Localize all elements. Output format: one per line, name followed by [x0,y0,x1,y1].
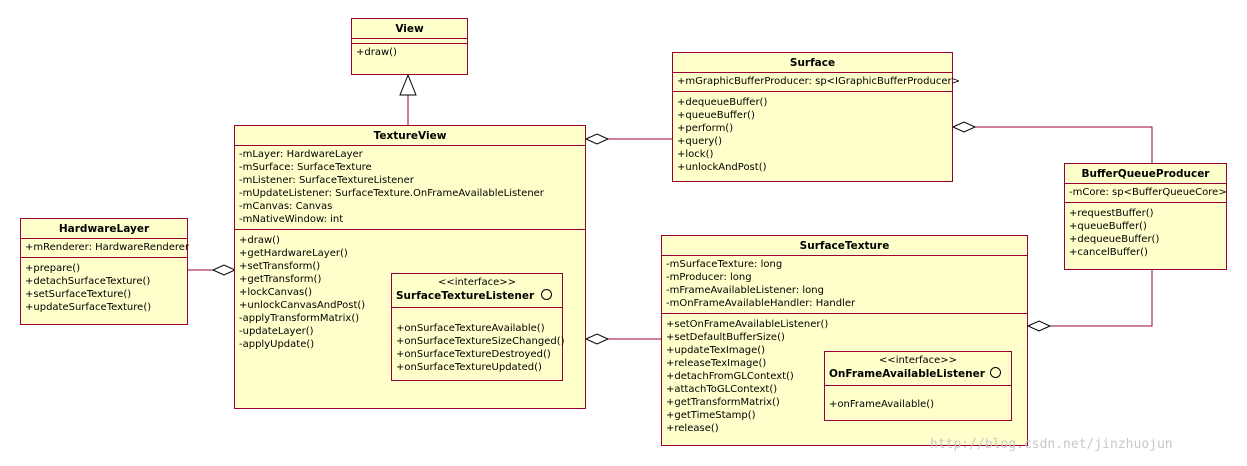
operation: +cancelBuffer() [1069,247,1148,258]
attribute: -mSurface: SurfaceTexture [239,162,372,173]
operation: +queueBuffer() [677,110,755,121]
operation: +detachSurfaceTexture() [25,276,151,287]
operation: +onSurfaceTextureAvailable() [396,323,545,334]
operations-section: +onFrameAvailable() [825,386,1011,414]
operation: +draw() [356,47,397,58]
operation: +setTransform() [239,261,321,272]
class-view: View +draw() [351,18,468,75]
aggregation-surface-bqp-line [975,126,1153,163]
operation: +updateTexImage() [666,345,766,356]
stereotype: <<interface>> [878,355,958,366]
operations-section: +dequeueBuffer() +queueBuffer() +perform… [673,92,952,177]
operations-section: +requestBuffer() +queueBuffer() +dequeue… [1065,203,1226,262]
attribute: -mListener: SurfaceTextureListener [239,175,414,186]
operation: +setDefaultBufferSize() [666,332,785,343]
aggregation-diamond-surface [951,121,977,133]
interface-lollipop-icon [541,289,552,300]
operation: +setSurfaceTexture() [25,289,132,300]
class-name: Surface [673,53,952,73]
operation: +query() [677,136,723,147]
operation: +updateSurfaceTexture() [25,302,152,313]
interface-onframeavailablelistener: <<interface>> OnFrameAvailableListener +… [824,351,1012,421]
attributes-section: +mRenderer: HardwareRenderer [21,239,190,258]
operation: +requestBuffer() [1069,208,1154,219]
operation: +draw() [239,235,280,246]
operation: +onSurfaceTextureDestroyed() [396,349,551,360]
operation: +getHardwareLayer() [239,248,348,259]
operations-section: +setOnFrameAvailableListener() +setDefau… [662,314,1027,438]
attributes-section [352,39,467,44]
stereotype: <<interface>> [437,277,517,288]
operation: +getTransformMatrix() [666,397,780,408]
attribute: +mRenderer: HardwareRenderer [25,242,190,253]
interface-header: <<interface>> OnFrameAvailableListener [825,352,1011,386]
attributes-section: -mSurfaceTexture: long -mProducer: long … [662,256,1027,314]
interface-surfacetexturelistener: <<interface>> SurfaceTextureListener +on… [391,273,565,381]
operation: +lockCanvas() [239,287,313,298]
class-name: HardwareLayer [21,219,187,239]
aggregation-diamond-hardwarelayer [211,264,237,276]
operation: +onSurfaceTextureSizeChanged() [396,336,565,347]
aggregation-diamond-surfacetexture [1026,320,1052,332]
operation: +onFrameAvailable() [829,399,935,410]
class-name: TextureView [235,126,585,146]
class-surfacetexture: SurfaceTexture -mSurfaceTexture: long -m… [661,235,1028,446]
attribute: -mSurfaceTexture: long [666,259,783,270]
operation: -applyUpdate() [239,339,315,350]
interface-name: OnFrameAvailableListener [829,368,985,380]
attributes-section: +mGraphicBufferProducer: sp<IGraphicBuff… [673,73,960,92]
operation: -applyTransformMatrix() [239,313,360,324]
aggregation-diamond-textureview-surfacetexture [584,333,610,345]
attribute: -mCore: sp<BufferQueueCore> [1069,187,1227,198]
attribute: -mCanvas: Canvas [239,201,333,212]
operations-section: +onSurfaceTextureAvailable() +onSurfaceT… [392,308,565,377]
watermark-text: http://blog.csdn.net/jinzhuojun [930,437,1173,452]
interface-header: <<interface>> SurfaceTextureListener [392,274,562,308]
attribute: -mLayer: HardwareLayer [239,149,363,160]
operation: +dequeueBuffer() [677,97,768,108]
operation: +getTransform() [239,274,322,285]
aggregation-surfacetexture-bqp-line [1050,270,1153,327]
operation: +getTimeStamp() [666,410,756,421]
operation: +detachFromGLContext() [666,371,794,382]
operation: +prepare() [25,263,81,274]
class-hardwarelayer: HardwareLayer +mRenderer: HardwareRender… [20,218,190,325]
operations-section: +prepare() +detachSurfaceTexture() +setS… [21,258,187,317]
operation: +unlockCanvasAndPost() [239,300,366,311]
operation: +releaseTexImage() [666,358,767,369]
attribute: +mGraphicBufferProducer: sp<IGraphicBuff… [677,76,960,87]
operation: +setOnFrameAvailableListener() [666,319,829,330]
attribute: -mNativeWindow: int [239,214,344,225]
class-surface: Surface +mGraphicBufferProducer: sp<IGra… [672,52,960,182]
attributes-section: -mLayer: HardwareLayer -mSurface: Surfac… [235,146,585,230]
operation: +perform() [677,123,734,134]
operation: +attachToGLContext() [666,384,778,395]
aggregation-diamond-textureview-surface [584,133,610,145]
interface-name: SurfaceTextureListener [396,290,535,302]
operation: -updateLayer() [239,326,314,337]
operations-section: +draw() +getHardwareLayer() +setTransfor… [235,230,585,354]
interface-lollipop-icon [990,367,1001,378]
attribute: -mFrameAvailableListener: long [666,285,824,296]
class-name: SurfaceTexture [662,236,1027,256]
operation: +onSurfaceTextureUpdated() [396,362,542,373]
operation: +queueBuffer() [1069,221,1147,232]
attributes-section: -mCore: sp<BufferQueueCore> [1065,184,1227,203]
operations-section: +draw() [352,44,467,62]
generalization-arrowhead [399,73,417,96]
class-bufferqueueproducer: BufferQueueProducer -mCore: sp<BufferQue… [1064,163,1227,270]
attribute: -mOnFrameAvailableHandler: Handler [666,298,856,309]
class-name: BufferQueueProducer [1065,164,1226,184]
operation: +unlockAndPost() [677,162,767,173]
class-name: View [352,19,467,39]
attribute: -mProducer: long [666,272,752,283]
operation: +lock() [677,149,714,160]
attribute: -mUpdateListener: SurfaceTexture.OnFrame… [239,188,544,199]
operation: +dequeueBuffer() [1069,234,1160,245]
operation: +release() [666,423,719,434]
